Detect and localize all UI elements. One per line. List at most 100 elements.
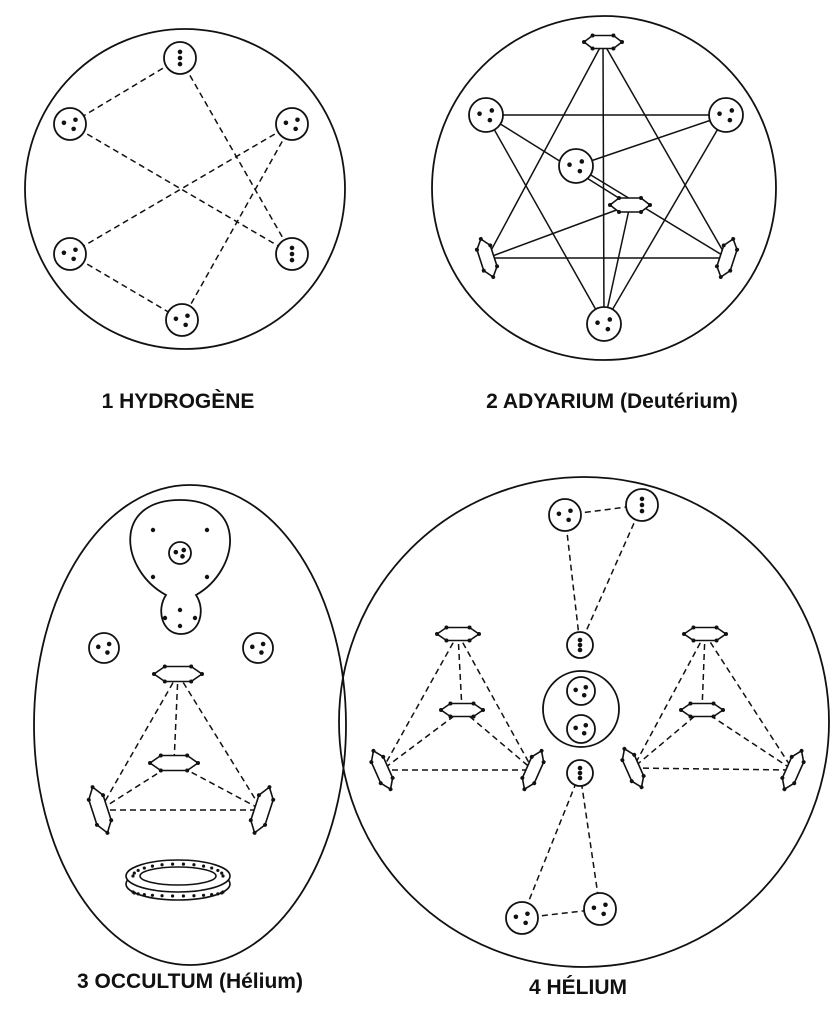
particle-dot [639,508,645,514]
particle-dot [491,275,496,280]
particle-dot [639,502,645,508]
particle-dot [263,822,268,827]
particle-group [275,107,309,141]
particle-dot [220,871,224,875]
dashed-link [461,709,534,771]
particle-dot [691,638,696,643]
particle-dot [381,754,386,759]
particle-dot [435,632,439,636]
balloon-outline [129,499,231,635]
particle-dot [71,256,76,262]
particle-dot [142,866,146,870]
dashed-link [701,633,706,711]
particle-dot [160,863,164,867]
particle-dot [471,701,476,706]
particle-group-outline [275,107,309,141]
particle-dot [611,33,616,38]
particle-dot [607,317,613,322]
particle-group-outline [586,306,622,342]
particle-dot [691,625,696,630]
particle-dot [267,785,272,790]
figure-helium [338,476,830,968]
particle-dot [489,108,495,113]
figure-adyarium [431,15,777,361]
particle-dot [173,549,179,555]
particle-dot [513,914,519,920]
particle-group [586,306,622,342]
particle-dot [577,647,583,653]
particle-dot [189,664,194,669]
particle-dot [260,641,266,647]
hexagon-body [780,748,806,792]
particle-group [566,759,594,787]
particle-dot [185,313,190,319]
particle-dot [189,679,194,684]
particle-group [566,714,596,744]
particle-dot [541,760,546,765]
hexagon-outline [439,702,485,718]
hexagon-body [148,753,200,773]
particle-dot [131,874,135,878]
caption-hydrogene: 1 HYDROGÈNE [102,390,255,413]
particle-dot [467,625,472,630]
particle-dot [568,508,573,514]
particle-group [558,148,594,184]
atom-boundary [24,28,346,350]
particle-dot [525,911,530,917]
particle-dot [556,511,562,517]
particle-group [505,901,539,935]
particle-dot [448,701,453,706]
particle-dot [148,761,152,765]
particle-dot [566,517,571,523]
hexagon-body [369,748,395,792]
dashed-link [173,673,179,764]
particle-dot [150,864,155,868]
particle-dot [590,33,595,38]
particle-dot [583,722,589,728]
particle-group [88,632,120,664]
particle-dot [714,264,719,269]
particle-dot [180,554,185,559]
particle-dot [639,210,643,214]
particle-dot [639,196,643,200]
particle-group-outline [53,237,87,271]
particle-dot [170,894,175,898]
hexagon-outline [682,626,728,642]
hexagon-outline [148,754,200,772]
particle-dot [467,638,472,643]
particle-group [242,632,274,664]
particle-group [566,676,596,706]
particle-dot [132,871,136,875]
solid-link [602,41,605,325]
particle-group-outline [53,107,87,141]
particle-dot [477,632,481,636]
particle-group-outline [566,676,596,706]
particle-dot [204,574,210,580]
dashed-link [632,709,703,769]
particle-dot [582,40,586,44]
particle-group-outline [88,632,120,664]
particle-dot [780,775,785,780]
caption-occultum: 3 OCCULTUM (Hélium) [77,970,303,993]
particle-dot [789,754,794,759]
particle-group [566,631,594,659]
particle-dot [71,126,76,132]
particle-dot [729,108,735,113]
particle-dot [170,862,175,866]
dashed-link [181,123,293,321]
particle-dot [539,748,544,753]
dashed-link [69,57,181,125]
particle-group-outline [548,498,582,532]
figure-hydrogene [24,28,346,350]
particle-dot [109,818,114,823]
hexagon-body [714,236,740,280]
ring-inner [139,866,217,886]
dashed-link [69,253,183,321]
particle-group-outline [505,901,539,935]
particle-group-outline [583,892,617,926]
particle-dot [529,754,534,759]
particle-dot [73,117,78,123]
particle-dot [181,862,186,866]
hexagon-body [608,196,652,214]
particle-dot [620,758,625,763]
